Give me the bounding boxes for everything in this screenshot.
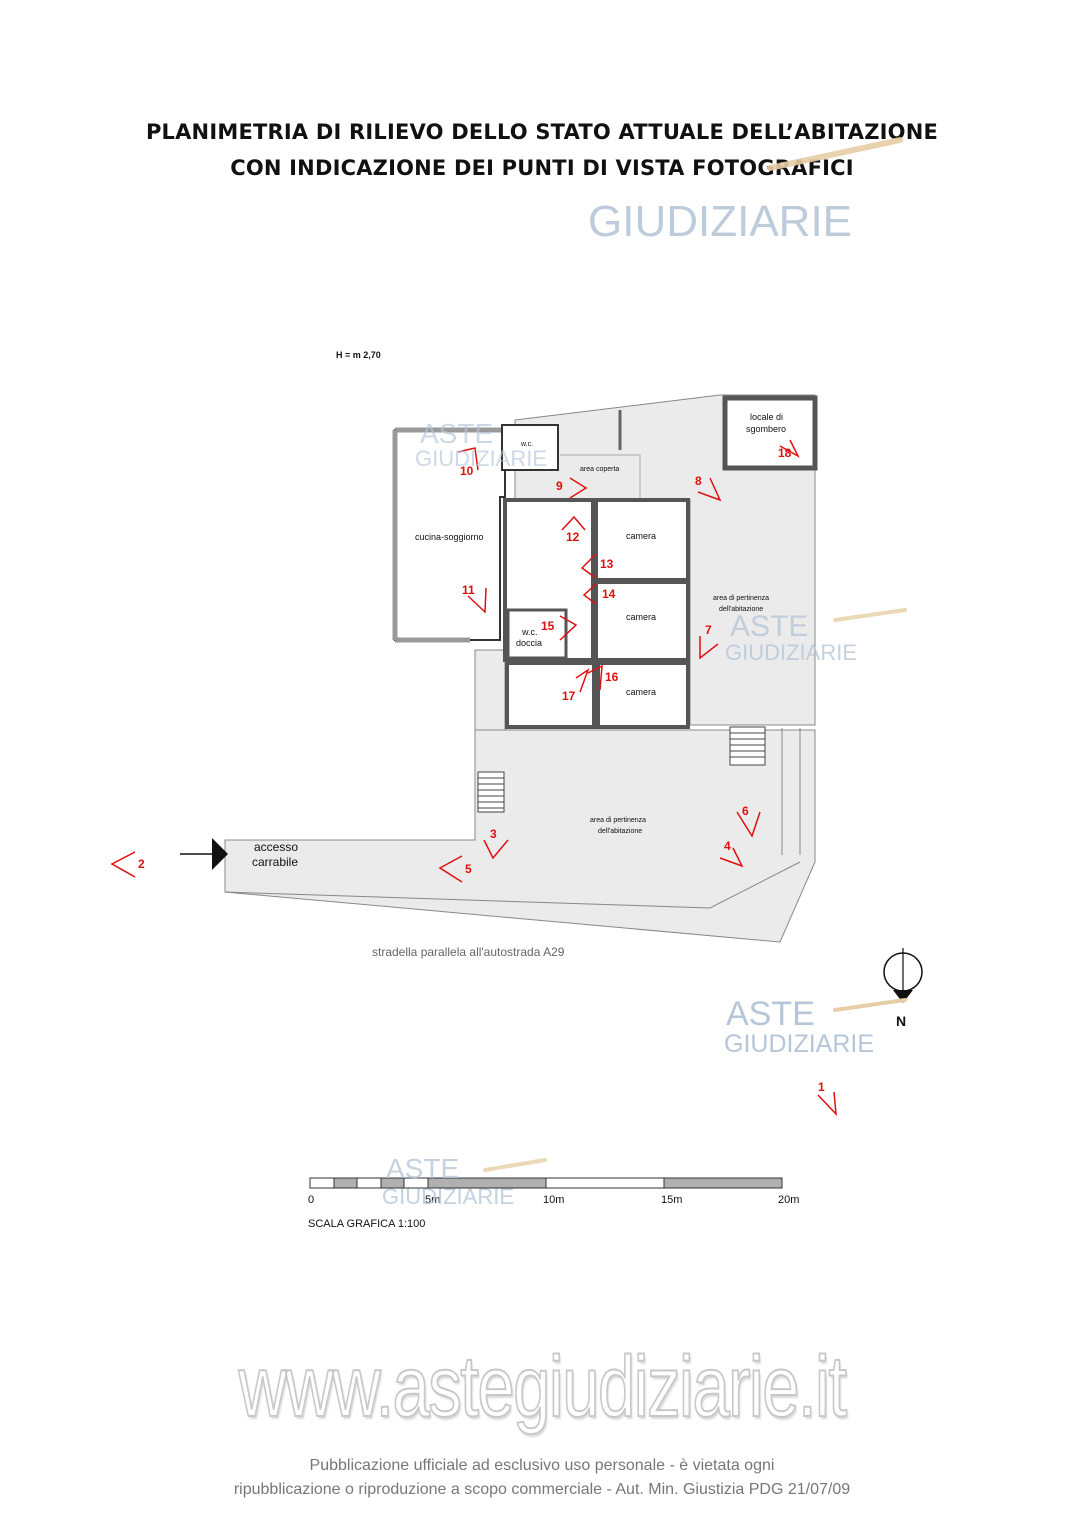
svg-text:GIUDIZIARIE: GIUDIZIARIE: [724, 1030, 874, 1058]
svg-text:9: 9: [556, 479, 563, 493]
svg-text:18: 18: [778, 446, 792, 460]
watermark-scale: ASTE GIUDIZIARIE: [382, 1153, 547, 1209]
viewpoint-9: 9: [556, 477, 588, 499]
access-label-line1: accesso: [254, 840, 298, 854]
wc-top-label: w.c.: [520, 441, 533, 448]
pertinenza-lower-line1: area di pertinenza: [590, 817, 646, 824]
wc-doccia-label-line1: w.c.: [521, 627, 538, 637]
camera-3-label: camera: [626, 687, 656, 697]
height-note: H = m 2,70: [336, 350, 381, 360]
viewpoint-14: 14: [582, 583, 616, 605]
room-lower-left: [505, 661, 596, 729]
svg-text:17: 17: [562, 689, 576, 703]
viewpoint-10: 10: [457, 447, 479, 478]
viewpoint-2: 2: [110, 851, 145, 878]
gavel-icon: [767, 137, 903, 171]
scale-bar: 0 5m 10m 15m 20m SCALA GRAFICA 1:100: [308, 1177, 799, 1230]
svg-text:4: 4: [724, 839, 731, 853]
footer-line-1: Pubblicazione ufficiale ad esclusivo uso…: [309, 1457, 775, 1474]
camera-1-room: [594, 498, 690, 582]
viewpoint-13: 13: [580, 553, 614, 579]
title-line-2: CON INDICAZIONE DEI PUNTI DI VISTA FOTOG…: [230, 156, 854, 180]
pertinenza-lower-line2: dell'abitazione: [598, 828, 642, 835]
svg-text:11: 11: [462, 583, 475, 597]
watermark-top-text: GIUDIZIARIE: [588, 197, 852, 246]
svg-text:15: 15: [541, 619, 555, 633]
stairs-upper: [729, 726, 766, 766]
viewpoint-15: 15: [541, 615, 578, 641]
access-arrow-icon: [212, 838, 228, 870]
road-label: stradella parallela all'autostrada A29: [372, 945, 565, 959]
svg-text:7: 7: [705, 623, 712, 637]
scale-label: SCALA GRAFICA 1:100: [308, 1218, 425, 1230]
svg-text:2: 2: [138, 857, 145, 871]
svg-text:6: 6: [742, 804, 749, 818]
viewpoint-4: 4: [719, 839, 744, 868]
svg-text:8: 8: [695, 474, 702, 488]
viewpoint-8: 8: [695, 474, 722, 502]
cucina-label: cucina-soggiorno: [415, 532, 484, 542]
camera-3-room: [596, 661, 690, 729]
corridor-strip: [474, 649, 506, 731]
scale-tick-5: 5m: [425, 1194, 440, 1206]
svg-text:14: 14: [602, 587, 616, 601]
svg-text:ASTE: ASTE: [386, 1153, 459, 1184]
viewpoint-17: 17: [562, 668, 590, 703]
camera-2-room: [594, 580, 690, 662]
camera-2-label: camera: [626, 612, 656, 622]
viewpoint-5: 5: [438, 855, 472, 883]
watermark-plan-3: ASTE GIUDIZIARIE: [724, 995, 907, 1058]
scale-tick-10: 10m: [543, 1194, 564, 1206]
pertinenza-upper-line1: area di pertinenza: [713, 595, 769, 602]
svg-text:GIUDIZIARIE: GIUDIZIARIE: [415, 446, 547, 471]
scale-tick-20: 20m: [778, 1194, 799, 1206]
stairs-lower: [477, 771, 505, 813]
camera-1-label: camera: [626, 531, 656, 541]
viewpoint-3: 3: [483, 827, 509, 860]
locale-label-line1: locale di: [750, 412, 783, 422]
svg-text:ASTE: ASTE: [730, 610, 808, 643]
locale-sgombero-room: [722, 395, 818, 471]
viewpoint-7: 7: [699, 623, 719, 660]
viewpoint-16: 16: [587, 664, 619, 691]
scale-tick-15: 15m: [661, 1194, 682, 1206]
watermark-url: www.astegiudiziarie.it: [238, 1338, 848, 1436]
svg-text:GIUDIZIARIE: GIUDIZIARIE: [725, 640, 857, 665]
north-label: N: [896, 1013, 906, 1029]
svg-text:GIUDIZIARIE: GIUDIZIARIE: [382, 1184, 514, 1209]
footer-line-2: ripubblicazione o riproduzione a scopo c…: [233, 1481, 851, 1498]
svg-text:ASTE: ASTE: [726, 995, 815, 1033]
pertinenza-upper-line2: dell'abitazione: [719, 606, 763, 613]
svg-text:16: 16: [605, 670, 619, 684]
wc-doccia-label-line2: doccia: [516, 638, 542, 648]
area-coperta-label: area coperta: [580, 466, 619, 473]
viewpoint-12: 12: [561, 515, 586, 544]
watermark-plan-1: ASTE GIUDIZIARIE: [415, 418, 547, 471]
access-label-line2: carrabile: [252, 855, 298, 869]
svg-text:1: 1: [818, 1080, 825, 1094]
viewpoint-6: 6: [736, 804, 761, 838]
north-arrow-icon: [883, 948, 923, 1003]
pertinence-area-lower: [224, 729, 816, 943]
viewpoint-18: 18: [778, 439, 800, 460]
svg-text:10: 10: [460, 464, 474, 478]
scale-tick-0: 0: [308, 1194, 314, 1206]
wc-doccia-room: [506, 608, 568, 660]
wc-top-room: [501, 424, 559, 471]
svg-text:5: 5: [465, 862, 472, 876]
watermark-plan-2: ASTE GIUDIZIARIE: [725, 608, 907, 665]
svg-text:3: 3: [490, 827, 497, 841]
viewpoint-11: 11: [462, 583, 487, 614]
road-edge: [224, 861, 801, 909]
svg-text:13: 13: [600, 557, 614, 571]
locale-label-line2: sgombero: [746, 424, 786, 434]
covered-area-outline: [560, 454, 641, 500]
viewpoint-1: 1: [817, 1080, 837, 1117]
title-line-1: PLANIMETRIA DI RILIEVO DELLO STATO ATTUA…: [145, 120, 939, 144]
svg-text:12: 12: [566, 530, 580, 544]
svg-text:ASTE: ASTE: [420, 418, 493, 449]
watermark-top: GIUDIZIARIE: [588, 137, 903, 246]
